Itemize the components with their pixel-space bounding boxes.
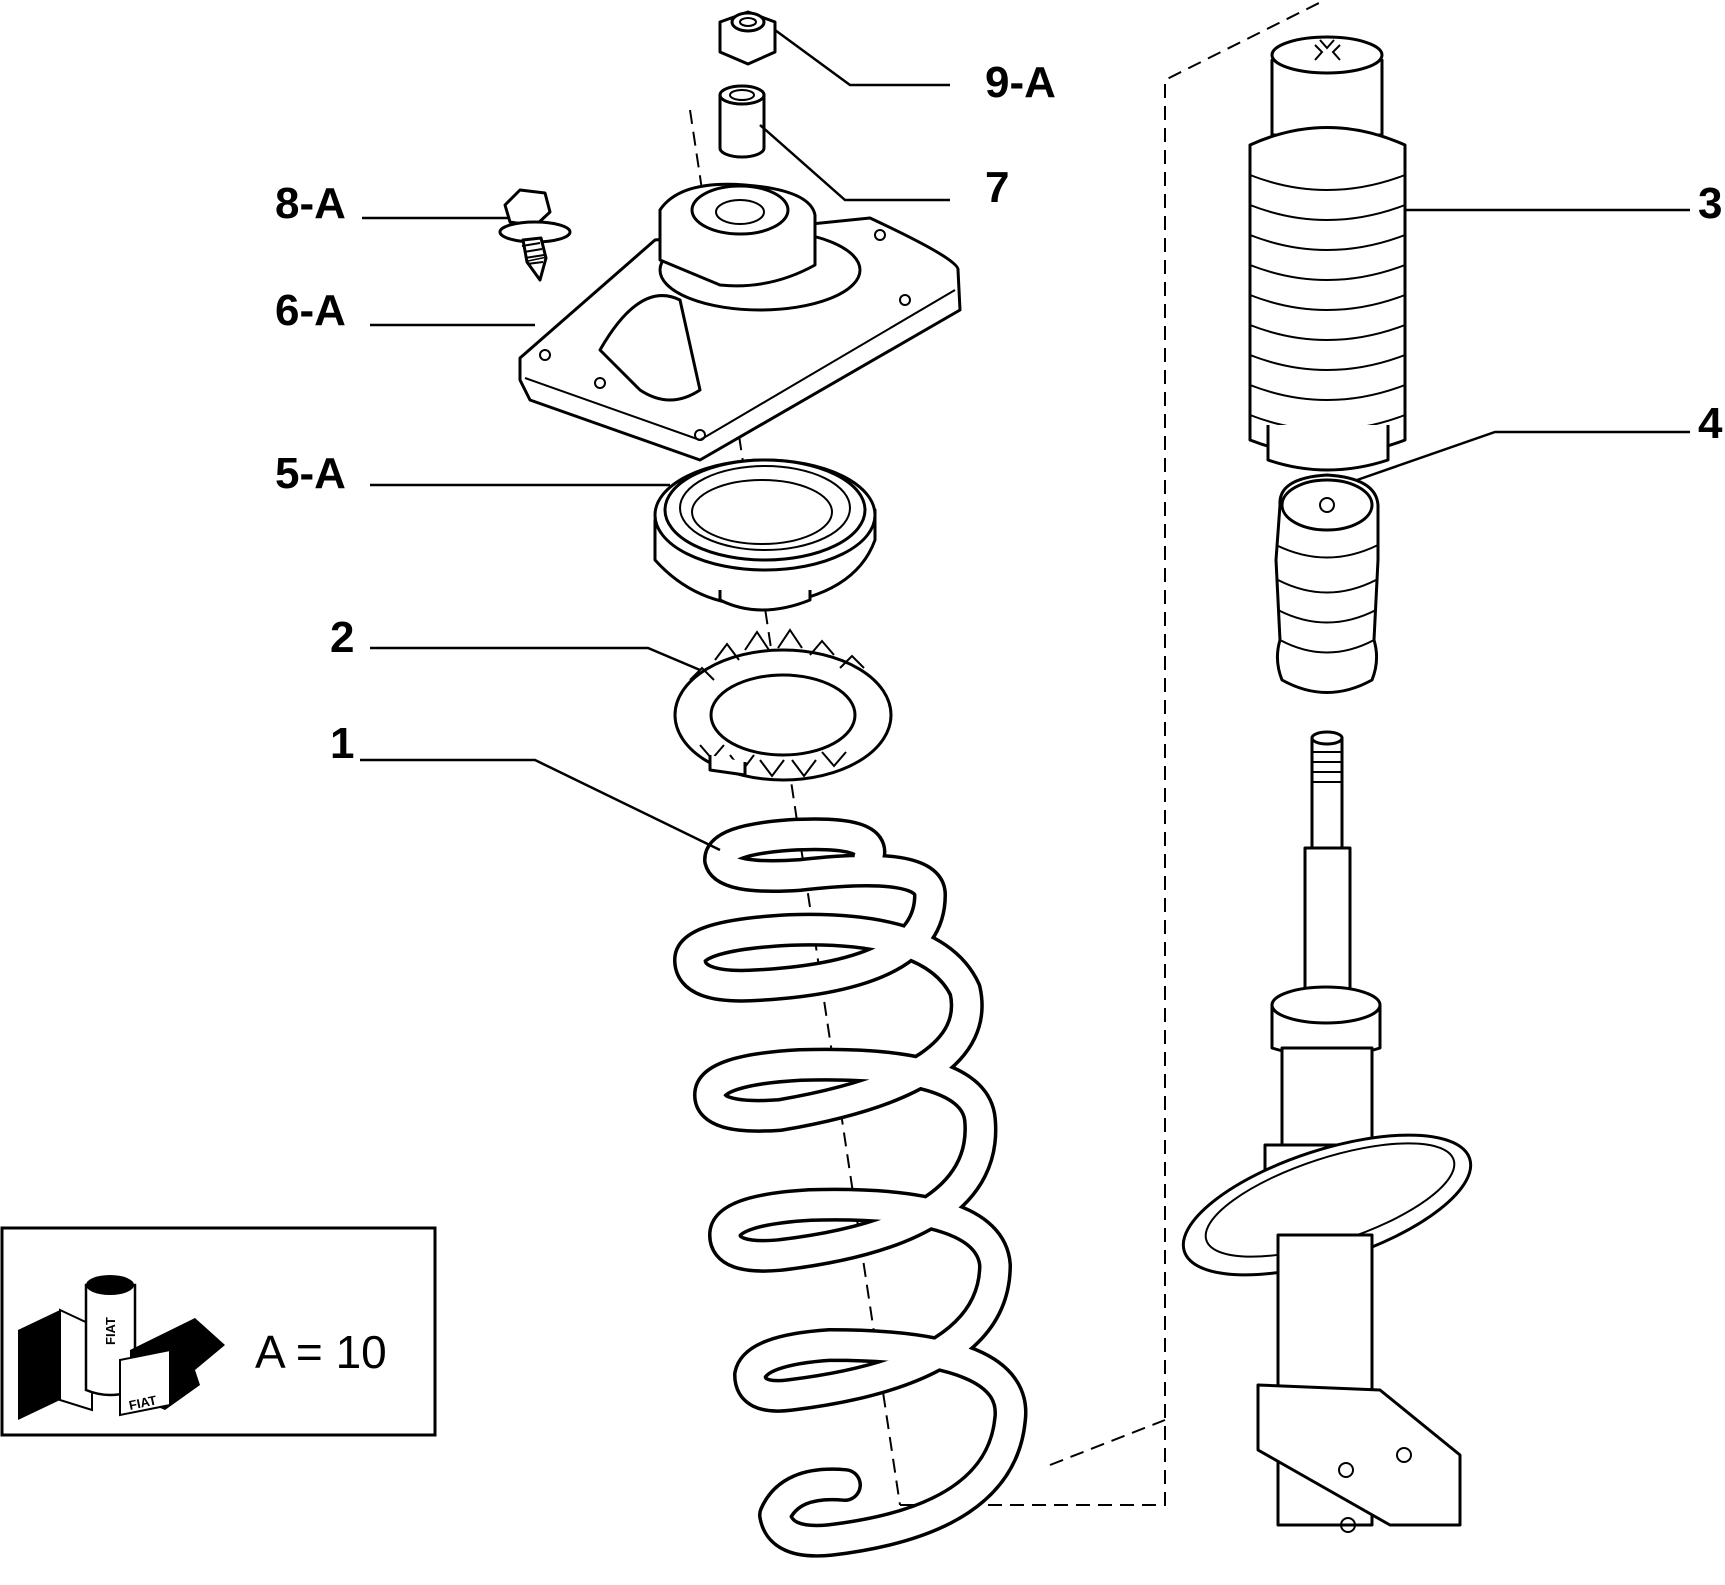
label-part-4: 4 <box>1698 399 1723 448</box>
label-part-7: 7 <box>985 163 1009 212</box>
bolt-part <box>498 188 572 282</box>
label-part-5-a: 5-A <box>275 449 346 498</box>
bushing-part <box>718 84 766 159</box>
coil-spring-part <box>673 817 1028 1558</box>
shock-absorber-part <box>1181 730 1473 1533</box>
assembly-axes <box>689 0 1326 1506</box>
legend-box: FIAT FIAT FIAT A = 10 <box>0 1226 437 1437</box>
leader-lines <box>360 28 1690 852</box>
legend-brand-1: FIAT <box>103 1317 118 1345</box>
bump-stop-part <box>1274 473 1380 694</box>
label-part-8-a: 8-A <box>275 179 346 228</box>
label-part-1: 1 <box>330 719 354 768</box>
spring-seat-part <box>673 628 893 782</box>
threadlock-icon: FIAT FIAT FIAT <box>18 1275 225 1420</box>
bearing-part <box>653 458 877 612</box>
label-part-6-a: 6-A <box>275 286 346 335</box>
nut-part <box>718 10 777 66</box>
label-part-9-a: 9-A <box>985 58 1056 107</box>
legend-brand-3: FIAT <box>50 1375 60 1395</box>
legend-text: A = 10 <box>255 1326 387 1378</box>
label-part-2: 2 <box>330 613 354 662</box>
dust-boot-part <box>1248 35 1407 472</box>
legend-brand-2: FIAT <box>128 1392 158 1412</box>
label-part-3: 3 <box>1698 179 1722 228</box>
top-mount-part <box>518 182 962 462</box>
